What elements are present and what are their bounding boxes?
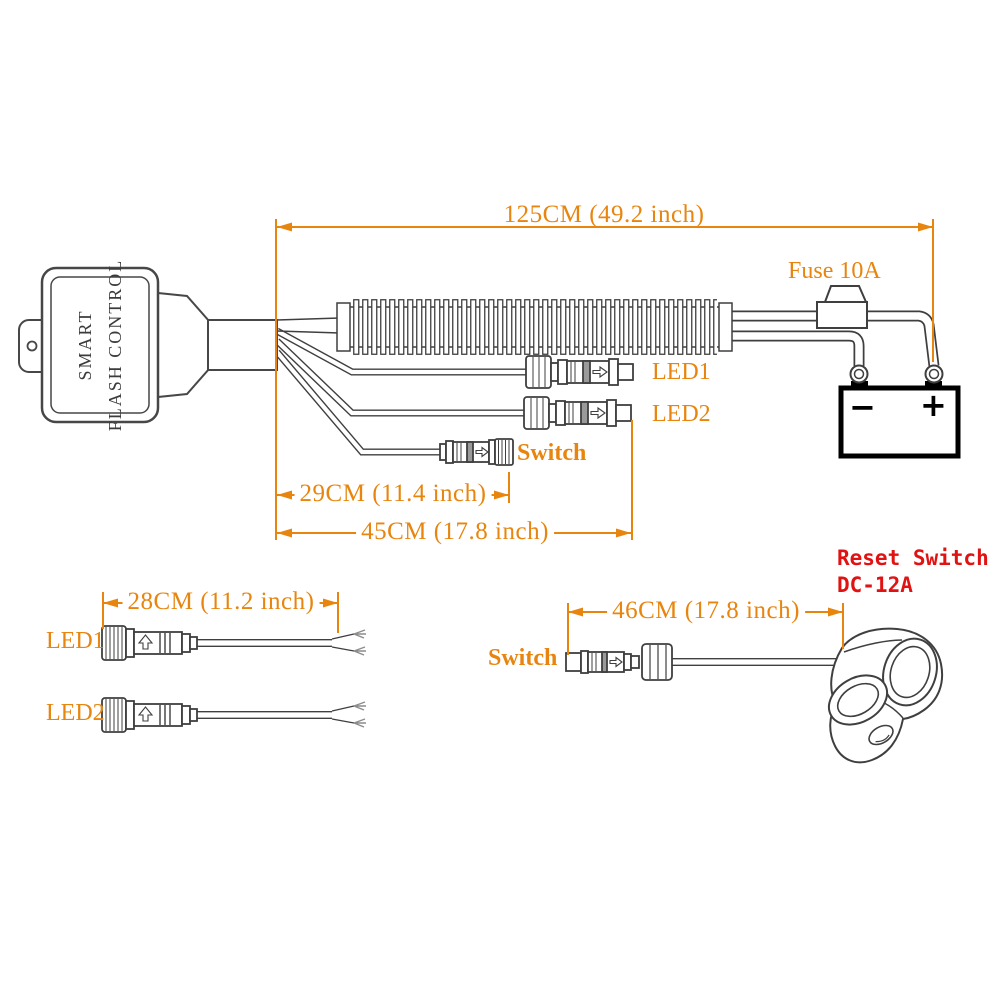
mounting-hole	[26, 340, 38, 352]
led2-branch-label: LED2	[652, 401, 711, 427]
dimension-led-branch: 45CM (17.8 inch)	[356, 518, 554, 546]
battery-minus-sign: −	[849, 388, 876, 426]
reset-switch-label-line1: Reset Switch	[837, 546, 989, 570]
led2-cable-label: LED2	[46, 700, 105, 726]
led1-cable-label: LED1	[46, 628, 105, 654]
handlebar-reset-switch	[827, 627, 943, 764]
led2-connector	[523, 396, 632, 430]
battery-plus-sign: +	[920, 386, 947, 424]
strain-relief	[157, 291, 210, 399]
led-extension-cables	[101, 625, 366, 733]
control-box-label: SMART FLASH CONTROL	[70, 259, 130, 432]
clamp-slot	[868, 724, 894, 746]
clamp-hole	[827, 674, 889, 726]
reset-switch-label-line2: DC-12A	[837, 573, 913, 597]
battery	[838, 364, 961, 459]
switch-cable-connector	[565, 643, 673, 681]
fuse-icon	[816, 285, 868, 329]
led1-branch-label: LED1	[652, 359, 711, 385]
dimension-switch-branch: 29CM (11.4 inch)	[294, 480, 492, 508]
led1-connector	[525, 355, 634, 389]
switch-extension-cable	[565, 643, 842, 681]
smart-flash-control-box	[18, 266, 278, 424]
led2-cable-connector	[101, 697, 198, 733]
dimension-total-length: 125CM (49.2 inch)	[503, 201, 705, 228]
control-box-label-line1: SMART	[75, 309, 95, 381]
led1-cable-connector	[101, 625, 198, 661]
switch-button	[882, 637, 938, 707]
switch-branch-label: Switch	[517, 440, 587, 466]
harness-wires	[277, 316, 934, 452]
switch-connector	[439, 438, 514, 466]
dimension-led-cable: 28CM (11.2 inch)	[122, 588, 320, 616]
fuse-label: Fuse 10A	[788, 258, 881, 284]
cable-sleeve	[207, 319, 278, 371]
dimension-switch-cable: 46CM (17.8 inch)	[607, 597, 805, 625]
control-box-label-line2: FLASH CONTROL	[105, 258, 125, 432]
switch-cable-label: Switch	[488, 645, 558, 671]
corrugated-tube	[336, 299, 733, 355]
